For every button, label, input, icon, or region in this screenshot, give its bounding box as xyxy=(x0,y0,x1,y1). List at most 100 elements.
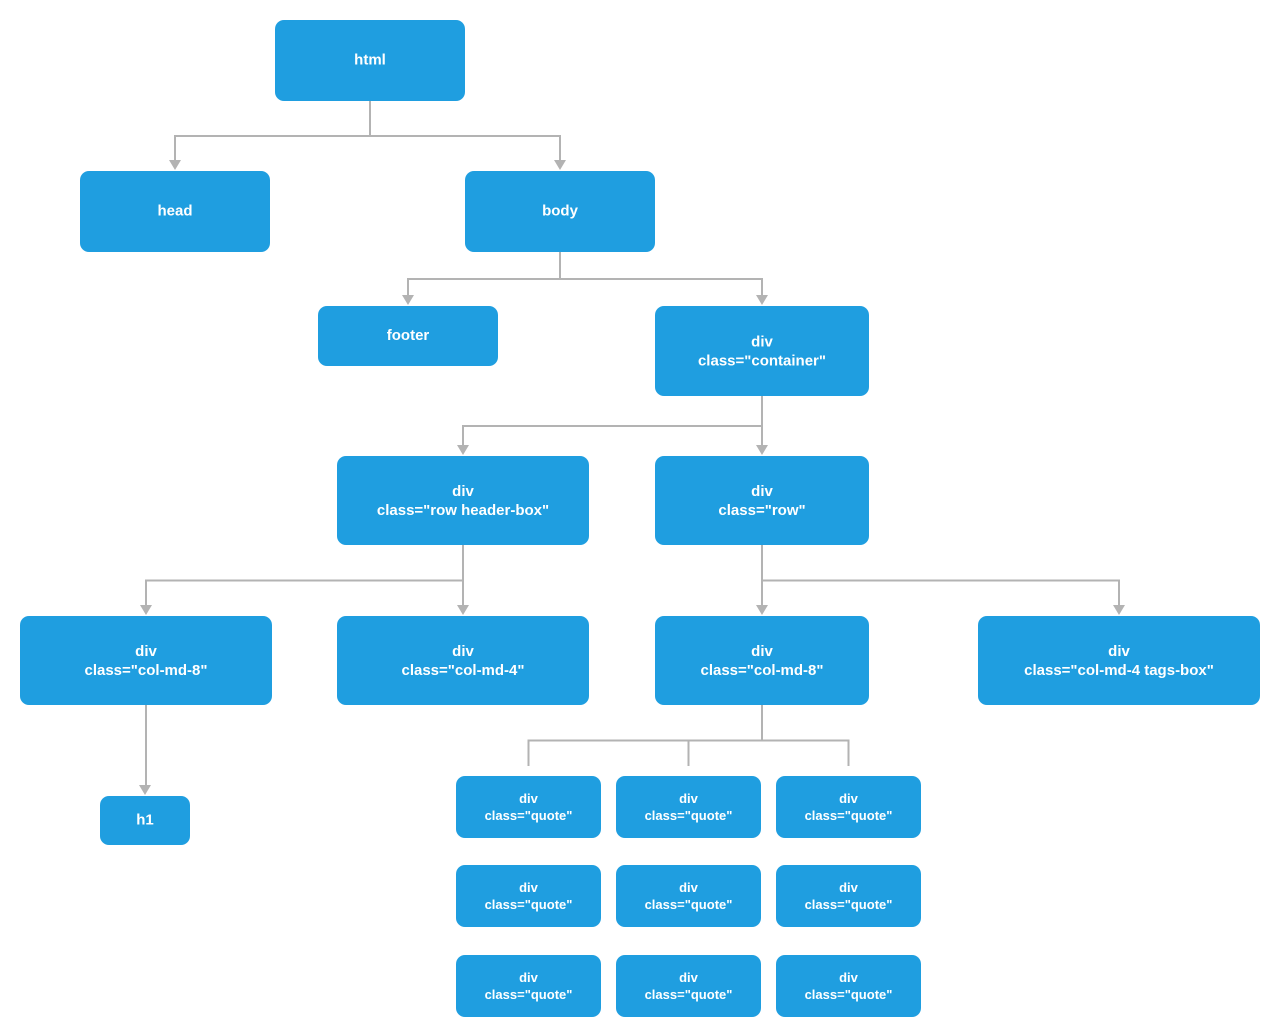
node-label-line1-quote-3: div xyxy=(839,791,859,806)
node-label-line2-row-header: class="row header-box" xyxy=(377,502,549,519)
arrowhead-rowheader-colmd8a xyxy=(140,605,152,615)
node-label-line1-quote-5: div xyxy=(679,880,699,895)
arrowhead-container-rowheader xyxy=(457,445,469,455)
node-row-header[interactable]: div class="row header-box" xyxy=(337,456,589,545)
node-quote-5[interactable]: div class="quote" xyxy=(616,865,761,927)
edge-container-rowheader xyxy=(462,396,763,447)
node-box-h1[interactable] xyxy=(100,796,190,845)
node-quote-4[interactable]: div class="quote" xyxy=(456,865,601,927)
node-box-quote-4[interactable] xyxy=(456,865,601,927)
node-col-md-4[interactable]: div class="col-md-4" xyxy=(337,616,589,705)
node-box-container[interactable] xyxy=(655,306,869,396)
arrowhead-html-head xyxy=(169,160,181,170)
node-quote-2[interactable]: div class="quote" xyxy=(616,776,761,838)
node-box-tags-box[interactable] xyxy=(978,616,1260,705)
edge-rowheader-colmd8a xyxy=(145,545,464,607)
edge-body-footer xyxy=(407,252,561,297)
node-box-head[interactable] xyxy=(80,171,270,252)
node-head[interactable]: head xyxy=(80,171,270,252)
node-box-col-md-8-a[interactable] xyxy=(20,616,272,705)
arrowhead-colmd8a-h1 xyxy=(139,785,151,795)
node-label-line2-quote-1: class="quote" xyxy=(485,808,573,823)
node-label-line2-quote-7: class="quote" xyxy=(485,987,573,1002)
node-box-row[interactable] xyxy=(655,456,869,545)
node-label-line1-quote-7: div xyxy=(519,970,539,985)
node-box-quote-8[interactable] xyxy=(616,955,761,1017)
edge-colmd8b-quote2 xyxy=(687,705,763,766)
node-label-line1-col-md-8-b: div xyxy=(751,643,773,660)
node-box-col-md-8-b[interactable] xyxy=(655,616,869,705)
node-label-line2-quote-6: class="quote" xyxy=(805,897,893,912)
node-label-line2-quote-8: class="quote" xyxy=(645,987,733,1002)
node-label-line1-row-header: div xyxy=(452,483,474,500)
node-label-line1-quote-9: div xyxy=(839,970,859,985)
node-label-line1-tags-box: div xyxy=(1108,643,1130,660)
node-box-quote-1[interactable] xyxy=(456,776,601,838)
node-label-line1-quote-8: div xyxy=(679,970,699,985)
node-col-md-8-a[interactable]: div class="col-md-8" xyxy=(20,616,272,705)
node-box-quote-9[interactable] xyxy=(776,955,921,1017)
arrowhead-rowheader-colmd4 xyxy=(457,605,469,615)
node-box-row-header[interactable] xyxy=(337,456,589,545)
arrowhead-row-colmd8b xyxy=(756,605,768,615)
node-quote-9[interactable]: div class="quote" xyxy=(776,955,921,1017)
node-label-line1-quote-1: div xyxy=(519,791,539,806)
node-label-line2-tags-box: class="col-md-4 tags-box" xyxy=(1024,662,1214,679)
edge-colmd8b-quote3 xyxy=(761,705,850,766)
node-quote-3[interactable]: div class="quote" xyxy=(776,776,921,838)
node-box-html[interactable] xyxy=(275,20,465,101)
node-label-line1-quote-6: div xyxy=(839,880,859,895)
node-quote-6[interactable]: div class="quote" xyxy=(776,865,921,927)
node-box-footer[interactable] xyxy=(318,306,498,366)
node-label-line2-col-md-4: class="col-md-4" xyxy=(401,662,524,679)
node-label-line1-html: html xyxy=(354,51,386,68)
node-label-line2-quote-2: class="quote" xyxy=(645,808,733,823)
edge-html-body xyxy=(369,101,561,162)
node-label-line1-col-md-4: div xyxy=(452,643,474,660)
node-label-line2-quote-9: class="quote" xyxy=(805,987,893,1002)
node-box-quote-6[interactable] xyxy=(776,865,921,927)
node-label-line1-head: head xyxy=(157,202,192,219)
arrowhead-body-footer xyxy=(402,295,414,305)
node-label-line2-col-md-8-a: class="col-md-8" xyxy=(84,662,207,679)
edge-body-container xyxy=(559,252,763,297)
node-label-line1-quote-2: div xyxy=(679,791,699,806)
node-h1[interactable]: h1 xyxy=(100,796,190,845)
node-box-quote-5[interactable] xyxy=(616,865,761,927)
node-label-line2-col-md-8-b: class="col-md-8" xyxy=(700,662,823,679)
node-footer[interactable]: footer xyxy=(318,306,498,366)
node-label-line1-h1: h1 xyxy=(136,811,154,828)
node-box-quote-2[interactable] xyxy=(616,776,761,838)
node-label-line2-quote-4: class="quote" xyxy=(485,897,573,912)
node-quote-1[interactable]: div class="quote" xyxy=(456,776,601,838)
edge-html-head xyxy=(174,101,371,162)
arrowhead-container-row xyxy=(756,445,768,455)
node-box-quote-3[interactable] xyxy=(776,776,921,838)
node-html[interactable]: html xyxy=(275,20,465,101)
node-quote-7[interactable]: div class="quote" xyxy=(456,955,601,1017)
node-box-body[interactable] xyxy=(465,171,655,252)
node-label-line1-footer: footer xyxy=(387,327,430,344)
arrowhead-row-tagsbox xyxy=(1113,605,1125,615)
node-box-col-md-4[interactable] xyxy=(337,616,589,705)
arrowhead-html-body xyxy=(554,160,566,170)
node-label-line1-row: div xyxy=(751,483,773,500)
edge-row-tagsbox xyxy=(761,545,1120,607)
node-quote-8[interactable]: div class="quote" xyxy=(616,955,761,1017)
node-label-line1-col-md-8-a: div xyxy=(135,643,157,660)
node-label-line1-body: body xyxy=(542,202,578,219)
node-box-quote-7[interactable] xyxy=(456,955,601,1017)
node-label-line1-quote-4: div xyxy=(519,880,539,895)
node-label-line2-quote-5: class="quote" xyxy=(645,897,733,912)
node-label-line2-container: class="container" xyxy=(698,352,826,369)
arrowhead-body-container xyxy=(756,295,768,305)
node-tags-box[interactable]: div class="col-md-4 tags-box" xyxy=(978,616,1260,705)
node-col-md-8-b[interactable]: div class="col-md-8" xyxy=(655,616,869,705)
node-label-line2-quote-3: class="quote" xyxy=(805,808,893,823)
node-body[interactable]: body xyxy=(465,171,655,252)
